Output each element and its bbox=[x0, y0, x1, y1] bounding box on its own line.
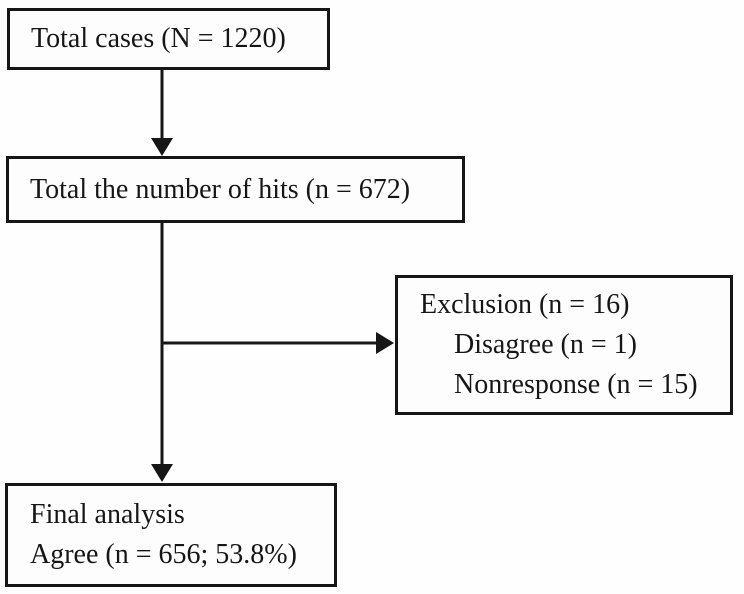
edge-hits-to-final-arrowhead-icon bbox=[151, 464, 173, 482]
node-total-hits-label: Total the number of hits (n = 672) bbox=[30, 173, 411, 205]
node-total-cases-label: Total cases (N = 1220) bbox=[31, 23, 286, 54]
node-total-cases: Total cases (N = 1220) bbox=[7, 8, 330, 70]
edge-cases-to-hits-arrowhead-icon bbox=[151, 138, 173, 156]
edge-hits-to-exclusion-arrowhead-icon bbox=[376, 332, 394, 354]
node-exclusion-title: Exclusion (n = 16) bbox=[420, 289, 630, 320]
node-final-analysis-title: Final analysis bbox=[30, 499, 185, 530]
node-final-analysis-agree: Agree (n = 656; 53.8%) bbox=[30, 539, 297, 570]
node-exclusion: Exclusion (n = 16) Disagree (n = 1) Nonr… bbox=[395, 275, 733, 415]
node-exclusion-item-disagree: Disagree (n = 1) bbox=[454, 329, 637, 360]
node-final-analysis: Final analysis Agree (n = 656; 53.8%) bbox=[5, 483, 337, 587]
node-total-hits: Total the number of hits (n = 672) bbox=[6, 156, 465, 223]
node-exclusion-item-nonresponse: Nonresponse (n = 15) bbox=[454, 369, 698, 400]
